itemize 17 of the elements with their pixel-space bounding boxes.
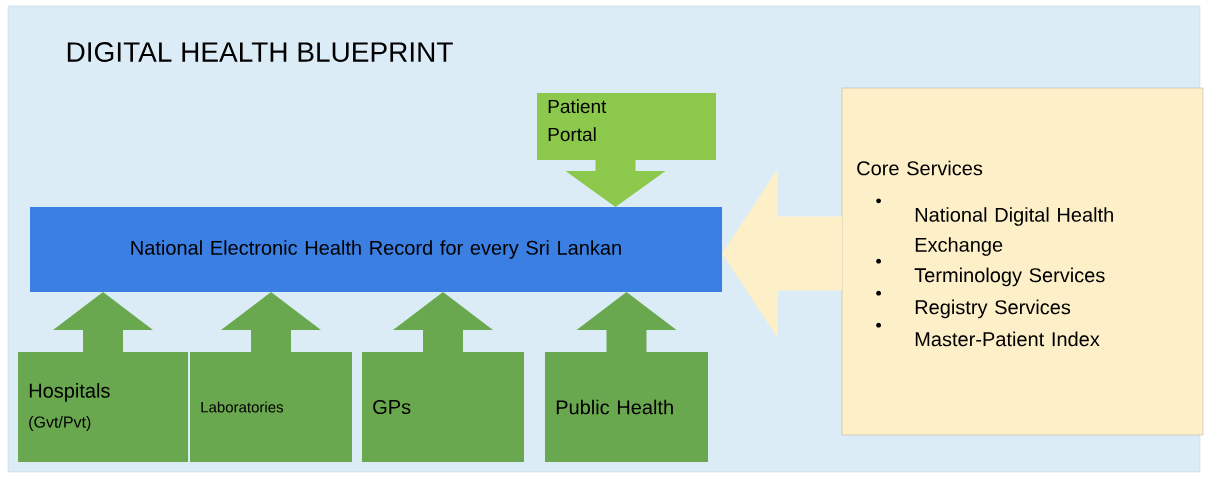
block-arrow xyxy=(576,292,677,352)
block-arrow xyxy=(565,160,666,207)
slide-title: DIGITAL HEALTH BLUEPRINT xyxy=(67,42,453,62)
node-label: Hospitals xyxy=(29,383,110,402)
block-arrow xyxy=(393,292,493,352)
process-box: Patient Portal xyxy=(537,93,716,160)
block-arrow xyxy=(53,292,153,352)
process-box: GPs xyxy=(362,352,524,462)
services-box: Core Services National Digital Health Exchange Terminology Services Registry Services Master-Patient Index xyxy=(841,87,1204,436)
process-box: Public Health xyxy=(545,352,708,462)
process-box: Laboratories xyxy=(190,352,352,462)
block-arrow xyxy=(221,292,321,352)
node-label: (Gvt/Pvt) xyxy=(29,415,91,431)
record-bar: National Electronic Health Record for every Sri Lankan xyxy=(30,207,722,292)
node-label: Laboratories xyxy=(201,401,284,413)
block-arrow xyxy=(722,168,842,339)
process-box: Hospitals (Gvt/Pvt) xyxy=(18,352,188,462)
